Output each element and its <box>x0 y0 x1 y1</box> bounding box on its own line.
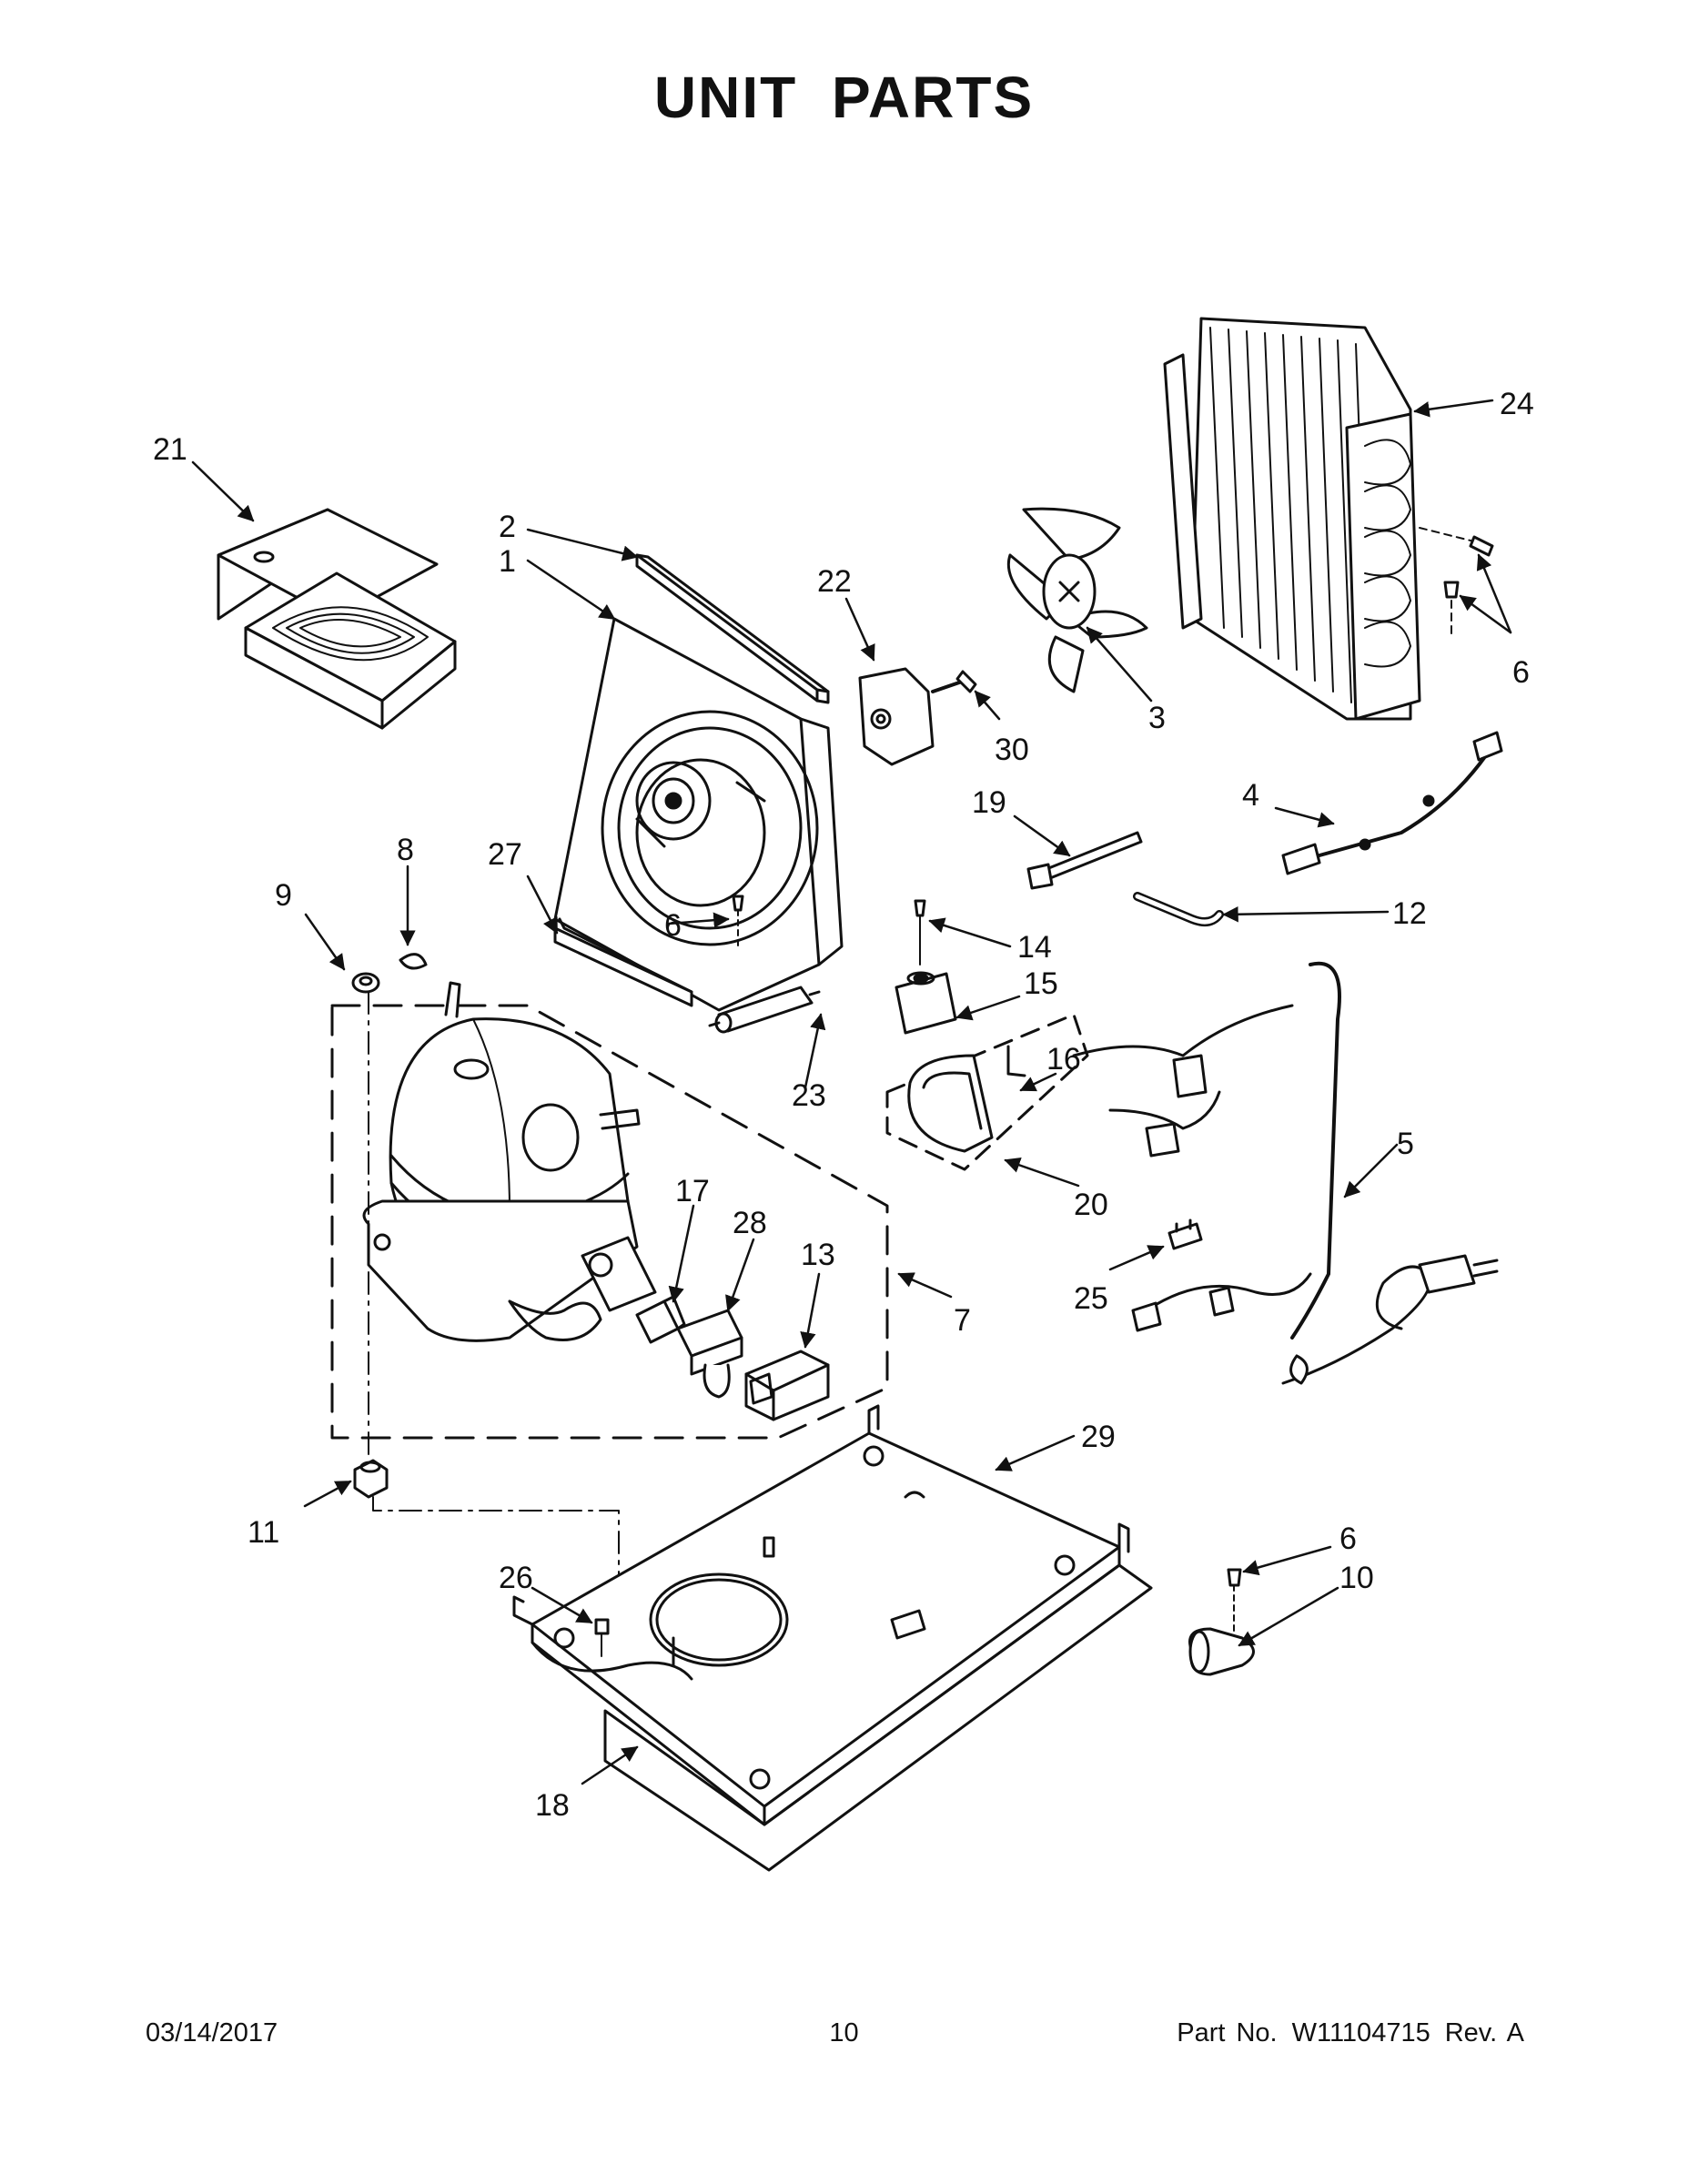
callout-29: 29 <box>1081 1420 1116 1454</box>
part-18-base-pad <box>531 1563 1153 1872</box>
part-8-clip <box>399 953 428 970</box>
callout-labels: 21 2 1 22 30 3 24 6 6 4 19 12 8 27 9 14 … <box>153 387 1534 1823</box>
callout-26: 26 <box>499 1561 533 1595</box>
callout-16: 16 <box>1046 1042 1081 1077</box>
part-15-solenoid <box>895 971 957 1035</box>
part-4-wire-harness <box>1281 731 1503 875</box>
callout-6c: 6 <box>1339 1522 1357 1556</box>
callout-3: 3 <box>1148 701 1166 735</box>
footer-revision: Rev. A <box>1444 2018 1524 2048</box>
part-11-grommet <box>353 991 620 1584</box>
callout-20: 20 <box>1074 1188 1108 1222</box>
callout-8: 8 <box>397 833 414 867</box>
part-26-screw <box>594 1618 610 1657</box>
part-21-drip-tray <box>217 508 457 730</box>
part-24-condenser <box>1163 317 1421 721</box>
footer-part-label: Part No. <box>1177 2018 1278 2048</box>
callout-4: 4 <box>1242 778 1259 813</box>
callout-12: 12 <box>1392 896 1427 931</box>
callout-30: 30 <box>995 733 1029 767</box>
footer-part-info: Part No. W11104715 Rev. A <box>1162 2018 1524 2048</box>
part-3-fan-blade <box>1006 507 1148 693</box>
callout-7: 7 <box>954 1303 971 1338</box>
footer-part-number: W11104715 <box>1291 2018 1430 2048</box>
page-title: UNIT PARTS <box>653 65 1035 130</box>
part-6-screws-condenser <box>1419 527 1494 638</box>
part-30-screw <box>931 670 977 693</box>
callout-1: 1 <box>499 544 516 579</box>
part-22-fan-motor-bracket <box>858 667 935 766</box>
leader-lines <box>191 399 1512 1785</box>
callout-2: 2 <box>499 510 516 544</box>
part-29-base-pan <box>512 1404 1130 1826</box>
part-6-screw-shroud <box>732 895 744 947</box>
callout-22: 22 <box>817 564 852 599</box>
part-23-filter-drier <box>708 986 821 1034</box>
callout-10: 10 <box>1339 1561 1374 1595</box>
callout-5: 5 <box>1397 1127 1414 1161</box>
callout-9: 9 <box>275 878 292 913</box>
part-25-clip <box>1167 1218 1203 1250</box>
part-5-wire-harness-cord <box>1072 961 1499 1385</box>
part-19-cable-tie <box>1026 831 1143 890</box>
callout-6a: 6 <box>1512 655 1530 690</box>
callout-11: 11 <box>248 1515 279 1550</box>
callout-21: 21 <box>153 432 187 467</box>
callout-6b: 6 <box>664 908 682 943</box>
part-12-tube <box>1133 892 1224 927</box>
part-14-screw <box>914 899 926 966</box>
part-27-bracket <box>553 926 693 1007</box>
callout-15: 15 <box>1024 966 1058 1001</box>
part-28-relay <box>676 1309 743 1399</box>
callout-13: 13 <box>801 1238 835 1272</box>
callout-27: 27 <box>488 837 522 872</box>
callout-24: 24 <box>1500 387 1534 421</box>
callout-28: 28 <box>733 1206 767 1240</box>
part-9-grommet <box>351 972 380 994</box>
part-20-valve-bracket <box>885 1013 1089 1171</box>
callout-23: 23 <box>792 1078 826 1113</box>
callout-25: 25 <box>1074 1281 1108 1316</box>
callout-19: 19 <box>972 785 1006 820</box>
part-1-fan-shroud <box>553 617 844 1012</box>
footer-date: 03/14/2017 <box>146 2018 278 2048</box>
footer-page-number: 10 <box>829 2018 859 2048</box>
callout-17: 17 <box>675 1174 710 1208</box>
part-17-overload-cover <box>635 1295 686 1344</box>
callout-14: 14 <box>1017 930 1052 965</box>
part-7-compressor-assembly <box>330 981 889 1440</box>
part-6-screw-clamp <box>1227 1568 1242 1639</box>
part-13-capacitor <box>744 1350 830 1421</box>
callout-18: 18 <box>535 1788 570 1823</box>
part-16-clip <box>1006 1045 1026 1077</box>
part-10-clamp <box>1188 1627 1255 1676</box>
